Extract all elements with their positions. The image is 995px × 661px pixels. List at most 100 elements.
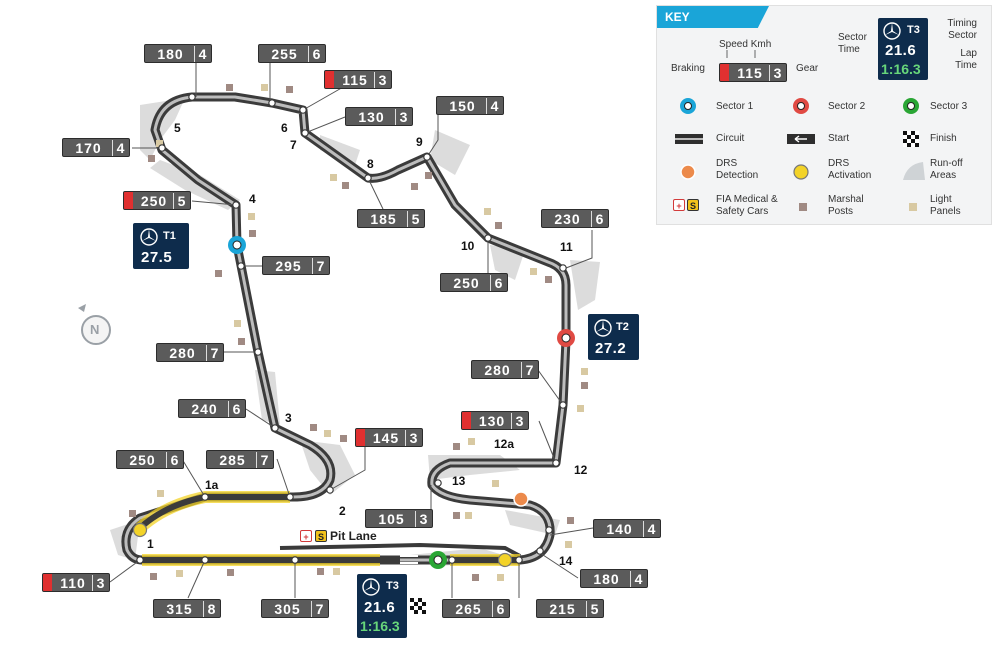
- start-key-icon: [787, 134, 815, 144]
- key-start-label: Start: [828, 133, 850, 144]
- key-sector3-label: Sector 3: [930, 101, 968, 112]
- light-panel-key-icon: [909, 203, 917, 211]
- key-sector-time-label: Sector Time: [838, 32, 867, 55]
- circuit-key-icon: [675, 134, 703, 144]
- key-lap-time-label: Lap Time: [955, 48, 977, 71]
- sector-1-marker: [228, 236, 246, 254]
- pit-lane-label: + S Pit Lane: [300, 529, 377, 543]
- compass-icon: [78, 304, 111, 345]
- key-drs-detection-label: DRS Detection: [716, 158, 759, 181]
- key-medical-label: FIA Medical & Safety Cars: [716, 194, 778, 217]
- pit-lane-road: [279, 542, 521, 558]
- drs-activation-marker-2: [497, 552, 513, 568]
- turn-label: 4: [249, 192, 256, 206]
- drs-activation-key-icon: [793, 164, 809, 180]
- runoff-key-icon: [903, 162, 925, 180]
- key-drs-activation-label: DRS Activation: [828, 158, 872, 181]
- key-braking-label: Braking: [671, 63, 705, 74]
- drs-detection-marker: [513, 491, 529, 507]
- sector1-key-icon: [680, 98, 696, 114]
- turn-label: 14: [559, 554, 573, 568]
- safety-car-icon: S: [315, 530, 327, 542]
- finish-key-icon: [903, 131, 919, 147]
- key-speed-label: Speed Kmh: [719, 39, 772, 50]
- turn-label: 5: [174, 121, 181, 135]
- key-gear-label: Gear: [796, 63, 819, 74]
- sector2-key-icon: [793, 98, 809, 114]
- key-sector2-label: Sector 2: [828, 101, 866, 112]
- sector3-key-icon: [903, 98, 919, 114]
- compass-label: N: [90, 322, 100, 337]
- turn-label: 7: [290, 138, 297, 152]
- key-marshal-label: Marshal Posts: [828, 194, 864, 217]
- start-line: [400, 555, 418, 564]
- mercedes-star-icon: [594, 319, 612, 337]
- key-circuit-label: Circuit: [716, 133, 745, 144]
- mercedes-star-icon: [362, 578, 380, 596]
- turn-label: 3: [285, 411, 292, 425]
- turn-label: 11: [560, 240, 573, 254]
- circuit-track: [121, 92, 571, 565]
- marshal-post-key-icon: [799, 203, 807, 211]
- key-medical-icons: + S: [673, 199, 699, 211]
- turn-label: 1a: [205, 478, 219, 492]
- turn-label: 10: [461, 239, 475, 253]
- key-finish-label: Finish: [930, 133, 957, 144]
- sector-3-marker: [429, 551, 447, 569]
- key-sample-timing-box: T3 21.6 1:16.3: [878, 18, 928, 80]
- key-runoff-label: Run-off Areas: [930, 158, 963, 181]
- track-nodes: [136, 93, 567, 564]
- key-sector1-label: Sector 1: [716, 101, 754, 112]
- turn-label: 2: [339, 504, 346, 518]
- turn-label: 6: [281, 121, 288, 135]
- turn-label: 12a: [494, 437, 515, 451]
- finish-flag-icon: [410, 598, 426, 614]
- sector-2-marker: [557, 329, 575, 347]
- key-title: KEY: [657, 6, 769, 28]
- mercedes-star-icon: [140, 228, 158, 246]
- key-timing-sector-label: Timing Sector: [947, 18, 977, 41]
- medical-car-icon: +: [300, 530, 312, 542]
- drs-activation-marker-1: [132, 522, 148, 538]
- timing-box-t3: T3 21.6 1:16.3: [357, 574, 407, 638]
- turn-label: 1: [147, 537, 154, 551]
- label-leaders: [109, 63, 594, 599]
- medical-car-icon: +: [673, 199, 685, 211]
- turn-label: 13: [452, 474, 466, 488]
- key-light-label: Light Panels: [930, 194, 961, 217]
- turn-label: 9: [416, 135, 423, 149]
- safety-car-icon: S: [687, 199, 699, 211]
- turn-label: 12: [574, 463, 588, 477]
- mercedes-star-icon: [883, 22, 901, 40]
- timing-box-t1: T1 27.5: [133, 223, 189, 269]
